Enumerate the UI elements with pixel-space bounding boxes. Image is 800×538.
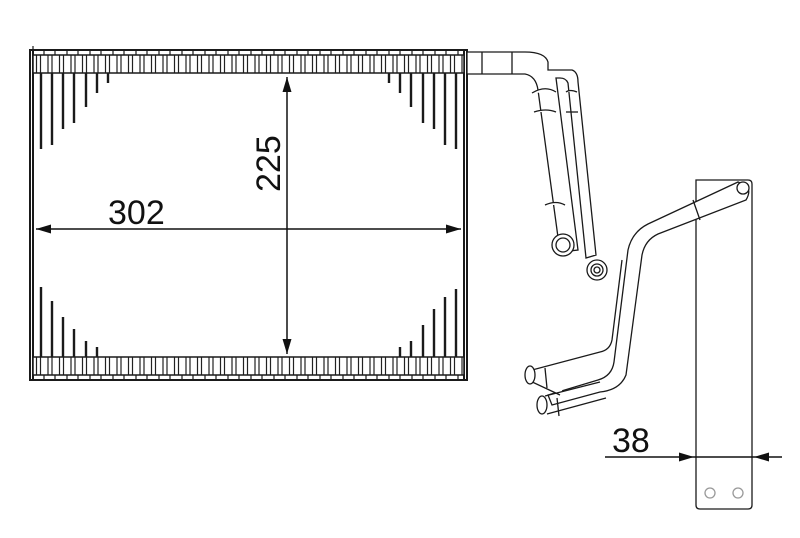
dimension-lines [36,77,782,462]
mounting-bracket [695,179,753,510]
height-dimension-label: 225 [250,135,288,192]
refrigerant-pipes-upper [466,51,608,281]
width-dimension-label: 302 [108,194,165,232]
depth-dimension-label: 38 [612,422,650,460]
evaporator-core [29,46,468,381]
refrigerant-pipes-lower [524,181,750,417]
